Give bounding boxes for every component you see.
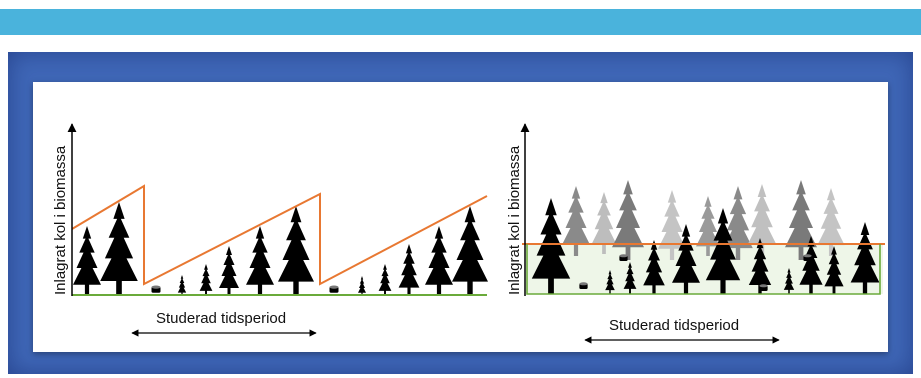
tree-icon (452, 206, 488, 296)
tree-icon (199, 264, 213, 296)
right-y-axis-label: Inlagrat kol i biomassa (506, 145, 523, 295)
tree-stump-icon (803, 254, 812, 261)
tree-icon (358, 276, 366, 296)
left-trees (73, 202, 488, 296)
left-diagram (67, 123, 488, 337)
tree-stump-icon (759, 284, 768, 291)
tree-icon (246, 226, 274, 296)
carbon-stock-line (71, 184, 488, 286)
right-diagram (520, 123, 885, 344)
left-y-axis-label: Inlagrat kol i biomassa (52, 145, 69, 295)
header-bar (0, 9, 921, 35)
left-x-axis-label: Studerad tidsperiod (156, 310, 287, 327)
tree-stump-icon (619, 254, 628, 261)
diagram-panel (33, 82, 888, 352)
tree-stump-icon (151, 285, 161, 293)
tree-stump-icon (579, 282, 588, 289)
ground-outline (526, 244, 881, 295)
tree-icon (73, 226, 101, 296)
tree-icon (378, 264, 392, 296)
tree-icon (278, 206, 314, 296)
right-x-axis-label: Studerad tidsperiod (609, 317, 740, 334)
tree-icon (398, 244, 420, 296)
tree-icon (100, 202, 138, 296)
tree-icon (425, 226, 453, 296)
tree-icon (177, 275, 187, 296)
tree-icon (219, 246, 239, 296)
tree-stump-icon (329, 285, 339, 293)
